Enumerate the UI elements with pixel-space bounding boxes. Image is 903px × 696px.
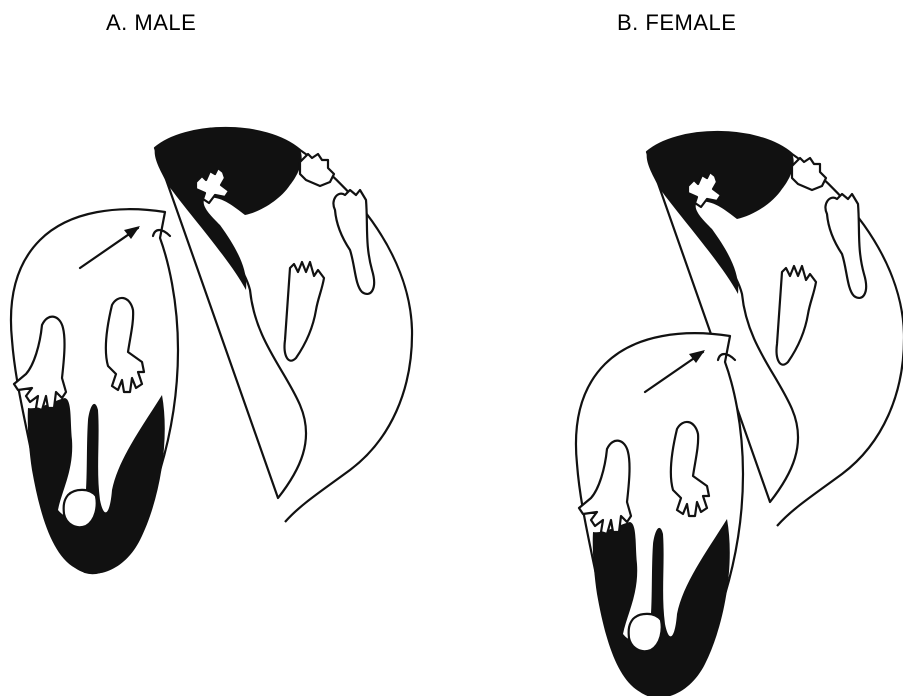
panel-a-male-figure: [11, 128, 412, 574]
male-lower-animal: [11, 209, 178, 574]
female-lower-animal: [576, 333, 743, 696]
male-upper-animal: [155, 128, 412, 522]
panel-b-female-lower: [576, 333, 743, 696]
